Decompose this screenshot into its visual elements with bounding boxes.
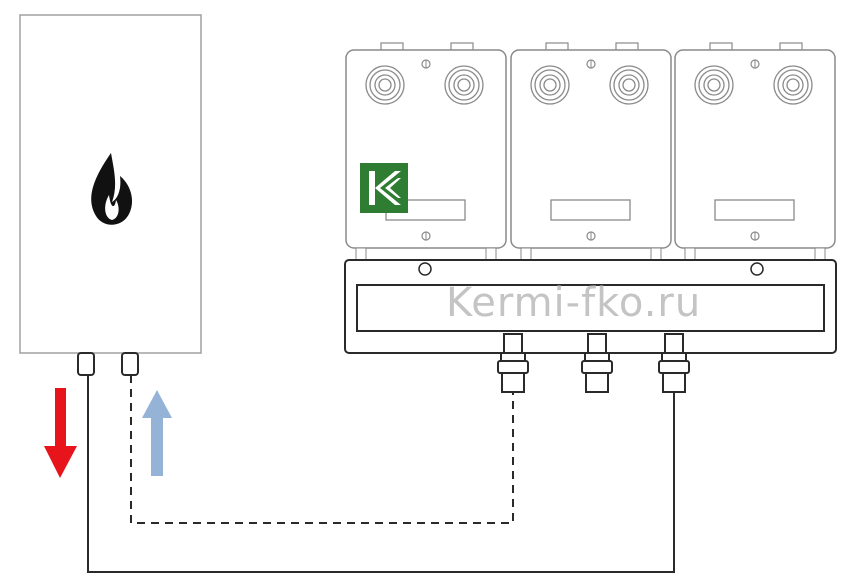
kermi-k-logo <box>360 163 408 213</box>
arrow-up-icon <box>142 390 172 476</box>
label-plate <box>550 199 631 221</box>
gas-boiler <box>19 14 202 376</box>
gauge-icon <box>773 65 813 105</box>
arrow-down-icon <box>44 388 77 478</box>
return-pipe <box>130 375 514 524</box>
label-plate <box>714 199 795 221</box>
gauge-icon <box>609 65 649 105</box>
outlet-fitting <box>497 333 529 393</box>
gauge-icon <box>444 65 484 105</box>
manifold-outlets <box>497 333 690 393</box>
supply-pipe <box>87 375 675 573</box>
gauge-icon <box>530 65 570 105</box>
boiler-supply-connector <box>77 352 95 376</box>
boiler-return-connector <box>121 352 139 376</box>
pipes <box>87 375 675 573</box>
distribution-manifold <box>344 259 837 354</box>
flame-icon <box>91 153 133 225</box>
pump-module-2 <box>510 42 672 261</box>
outlet-fitting <box>581 333 613 393</box>
pump-module-3 <box>674 42 836 261</box>
pump-module-1 <box>345 42 507 261</box>
outlet-fitting <box>658 333 690 393</box>
gauge-icon <box>694 65 734 105</box>
gauge-icon <box>365 65 405 105</box>
pump-modules <box>345 42 836 261</box>
